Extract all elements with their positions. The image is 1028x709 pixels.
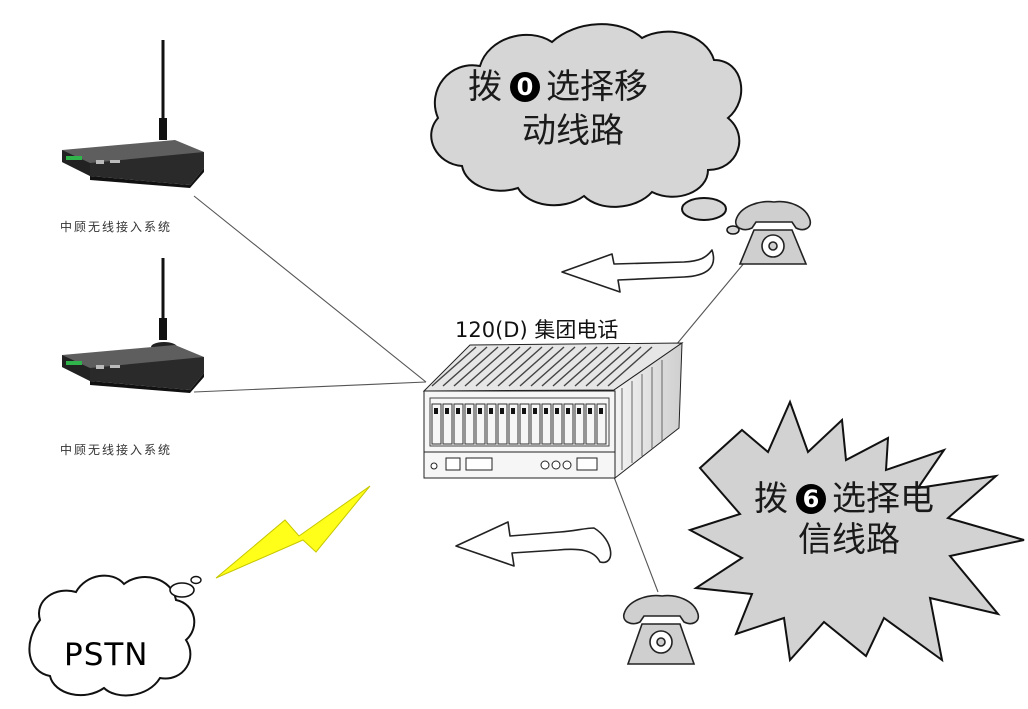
pbx-cabinet <box>422 342 684 480</box>
pbx-card-leds <box>434 408 603 414</box>
cloud-bubble-mobile <box>430 23 743 235</box>
connection-lines <box>193 195 746 593</box>
telephone-bottom <box>622 594 700 665</box>
curved-arrow-bottom <box>455 521 612 567</box>
bubble-telecom-line2: 信线路 <box>798 520 900 560</box>
wireless-device-top <box>62 40 204 188</box>
link-bottom-device <box>193 381 427 393</box>
wireless-device-top-label: 中顾无线接入系统 <box>60 220 173 234</box>
lightning-bolt <box>215 485 371 579</box>
pbx-side-ribs <box>621 360 663 470</box>
bubble-telecom-line1-text: 选择电 <box>832 479 934 519</box>
bubble-mobile-line2: 动线路 <box>522 111 624 151</box>
pbx-label: 120(D) 集团电话 <box>455 318 619 342</box>
bubble-telecom-prefix: 拨 <box>754 479 788 519</box>
pbx-top-slots <box>431 346 653 387</box>
telephone-top <box>734 200 812 265</box>
link-top-device <box>193 195 427 383</box>
link-bottom-phone <box>613 476 659 593</box>
wireless-device-bottom <box>62 258 204 393</box>
digit-zero-badge: 0 <box>510 72 540 102</box>
curved-arrow-top <box>561 249 715 293</box>
pstn-label: PSTN <box>64 637 149 673</box>
digit-six-badge: 6 <box>796 484 826 514</box>
link-top-phone <box>675 261 746 346</box>
burst-bubble-telecom <box>687 399 1025 663</box>
cloud-pstn <box>28 574 202 697</box>
bubble-mobile-prefix: 拨 <box>468 67 502 107</box>
pbx-front-cards <box>431 403 607 445</box>
bubble-mobile-line1-text: 选择移 <box>546 67 648 107</box>
wireless-device-bottom-label: 中顾无线接入系统 <box>60 443 173 457</box>
